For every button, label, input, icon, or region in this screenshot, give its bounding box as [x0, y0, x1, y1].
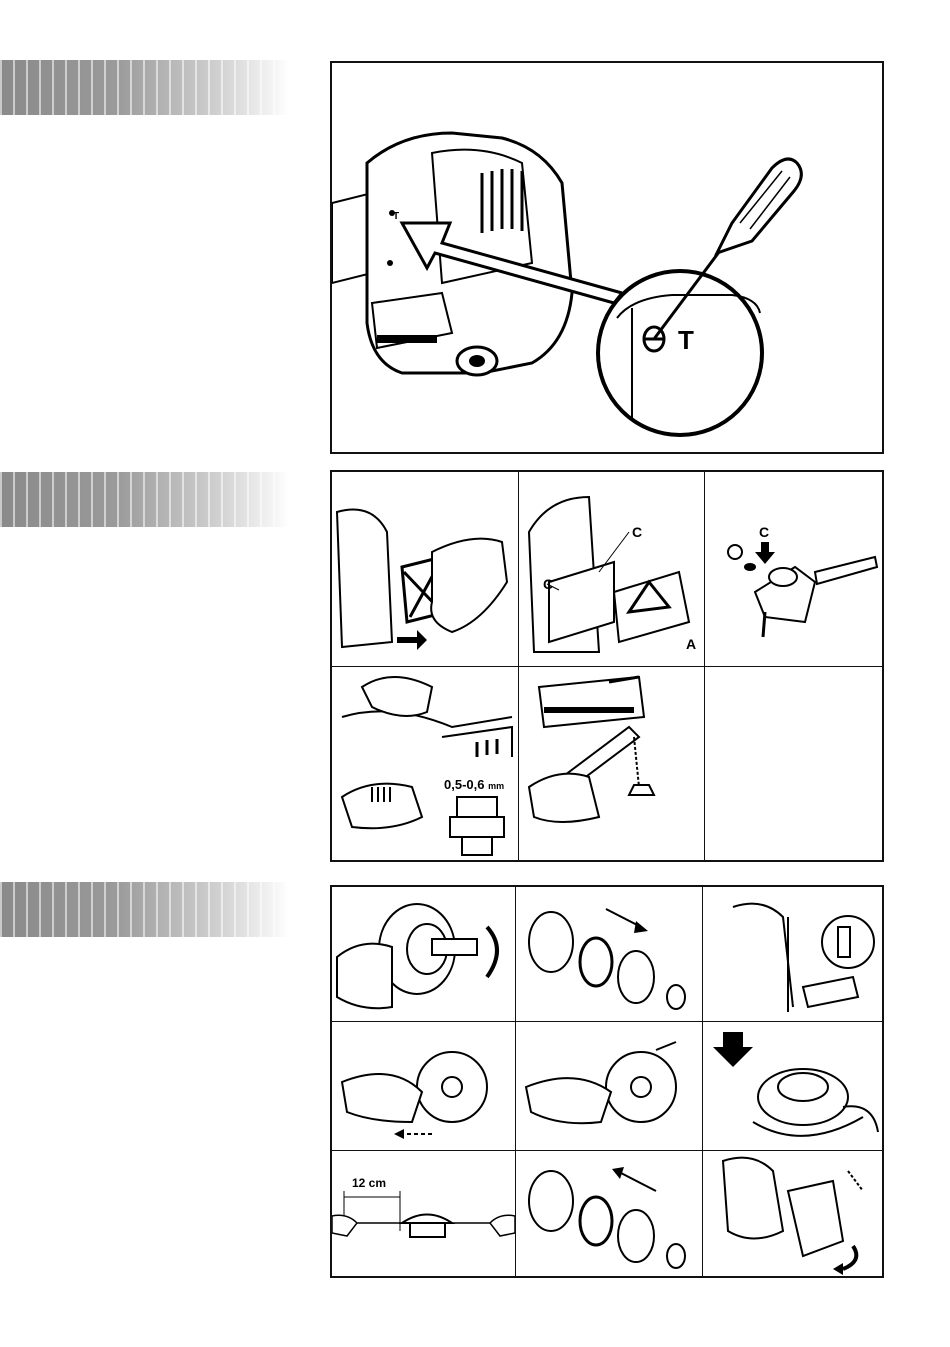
- tighten-head-cell: [703, 1151, 882, 1276]
- gear-head-cell: C: [705, 472, 882, 666]
- part-c-label-1: C: [632, 524, 642, 540]
- line-length-cell: 12 cm: [332, 1151, 515, 1276]
- trimmer-head-figure-grid: 12 cm: [330, 885, 884, 1278]
- spark-plug-cell: 0,5-0,6 mm: [332, 667, 518, 860]
- section-header-bar-2: [0, 472, 290, 527]
- line-length-drawing: [332, 1151, 515, 1276]
- wind-line-drawing-1: [332, 1022, 515, 1150]
- reassemble-head-drawing: [703, 1022, 882, 1150]
- unscrew-head-cell: [332, 887, 515, 1021]
- unscrew-head-drawing: [332, 887, 515, 1021]
- filter-cover-cell: C C A: [519, 472, 704, 666]
- line-insert-drawing: [703, 887, 882, 1021]
- exploded-head-drawing-2: [516, 1151, 702, 1276]
- reassemble-head-cell: [703, 1022, 882, 1150]
- empty-cell: [705, 667, 882, 860]
- line-insert-cell: [703, 887, 882, 1021]
- section-header-bar-1: [0, 60, 290, 115]
- filter-housing-drawing: [519, 472, 704, 666]
- spark-plug-cleaning-drawing: [332, 667, 518, 860]
- gap-unit: mm: [488, 781, 504, 791]
- section-header-bar-3: [0, 882, 290, 937]
- air-filter-removal-cell: [332, 472, 518, 666]
- maintenance-figure-grid: C C A C 0,5-0,6 mm: [330, 470, 884, 862]
- small-t-marker: T: [393, 211, 399, 222]
- part-c-label-2: C: [543, 576, 553, 592]
- pliers-drawing: [519, 667, 704, 860]
- gap-value: 0,5-0,6: [444, 777, 484, 792]
- exploded-head-drawing-1: [516, 887, 702, 1021]
- line-length-label: 12 cm: [352, 1176, 386, 1190]
- wind-line-cell-2: [516, 1022, 702, 1150]
- tighten-head-drawing: [703, 1151, 882, 1276]
- pliers-cell: [519, 667, 704, 860]
- hand-removing-filter-drawing: [332, 472, 518, 666]
- part-a-label: A: [686, 636, 696, 652]
- engine-illustration: [332, 63, 882, 452]
- carburettor-adjustment-figure: T T: [330, 61, 884, 454]
- wind-line-cell-1: [332, 1022, 515, 1150]
- gear-head-drawing: [705, 472, 882, 666]
- gap-measurement: 0,5-0,6 mm: [444, 777, 504, 792]
- screw-t-label: T: [678, 325, 694, 356]
- wind-line-drawing-2: [516, 1022, 702, 1150]
- exploded-head-cell-1: [516, 887, 702, 1021]
- exploded-head-cell-2: [516, 1151, 702, 1276]
- part-c-label-3: C: [759, 524, 769, 540]
